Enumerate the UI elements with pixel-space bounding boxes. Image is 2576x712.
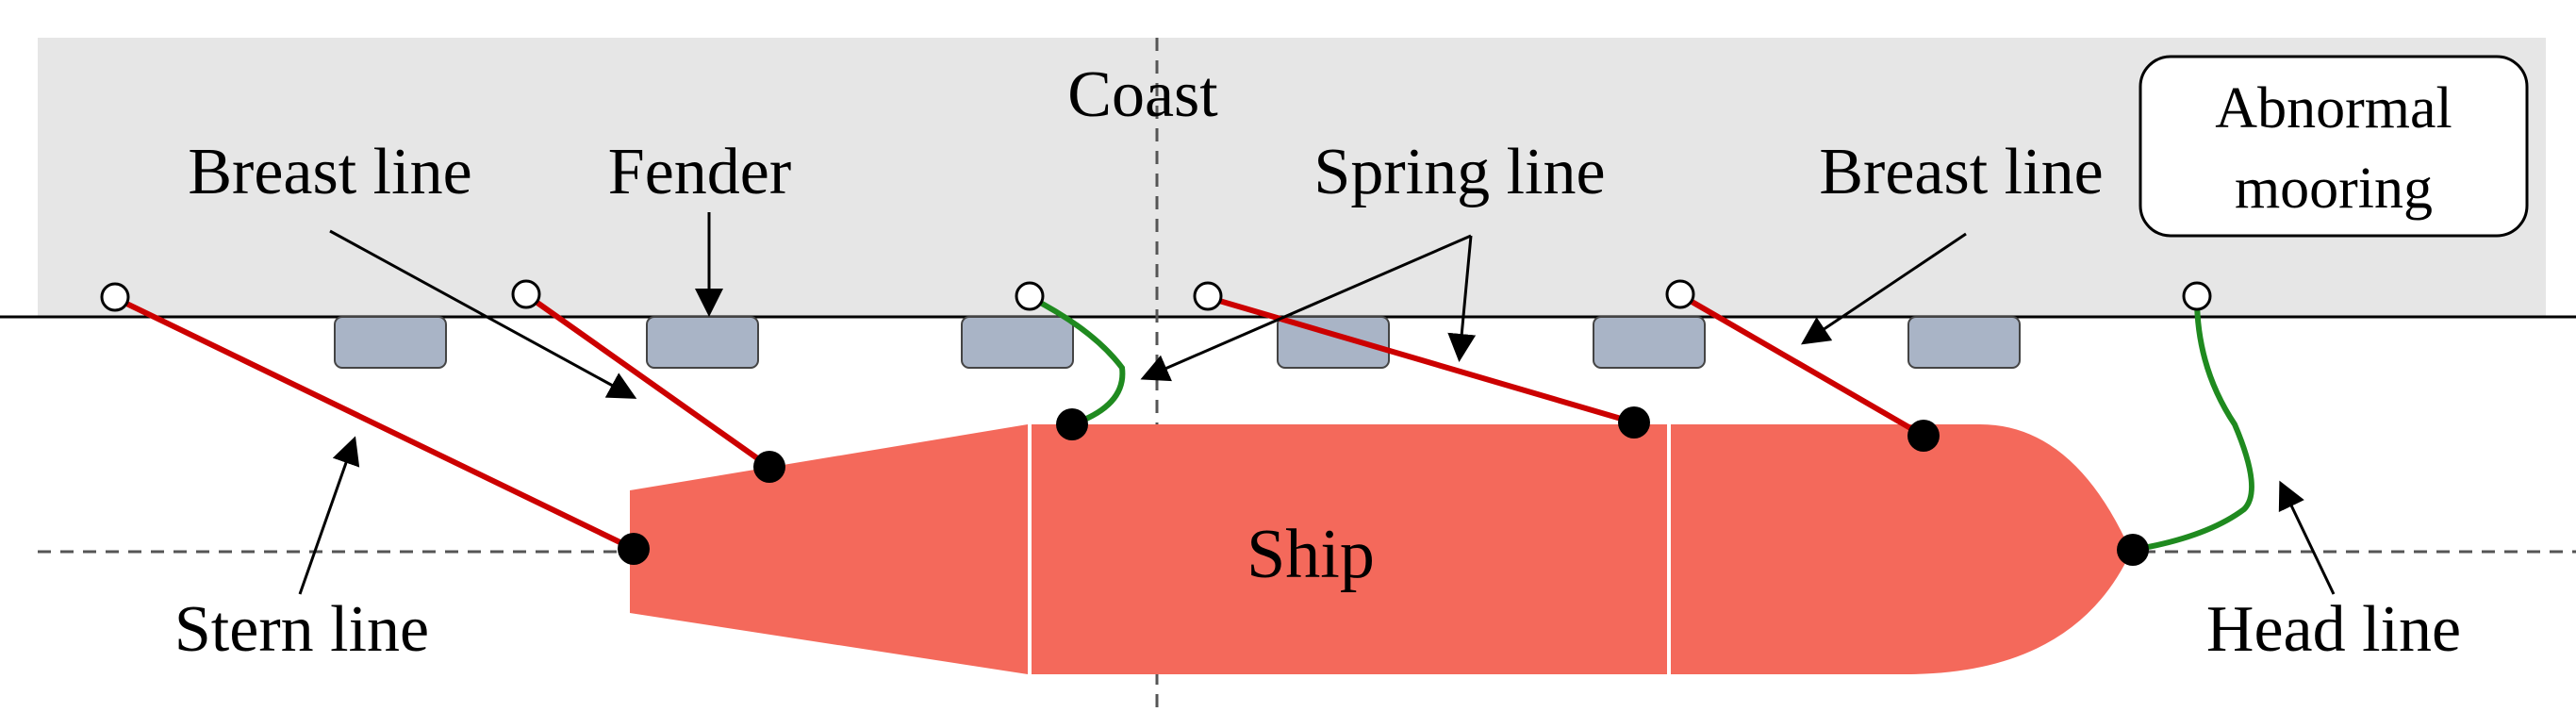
mooring-point	[1907, 420, 1940, 452]
abnormal-head-line	[2132, 297, 2254, 553]
breast-line-right-label: Breast line	[1819, 136, 2103, 208]
bollard	[1015, 281, 1045, 311]
stern-line	[115, 296, 636, 552]
mooring-point	[753, 451, 785, 483]
head-line-label: Head line	[2206, 593, 2461, 666]
bollard	[1193, 281, 1223, 311]
spring-line-arrow-1	[1140, 234, 1472, 382]
stern-line-label: Stern line	[174, 593, 429, 666]
mooring-point	[1056, 408, 1088, 440]
legend-box	[2138, 55, 2529, 238]
fender	[1907, 316, 2021, 369]
bollard	[2182, 281, 2212, 311]
coast-label: Coast	[1067, 58, 1218, 131]
ship-mooring-points	[618, 406, 2149, 566]
mooring-point	[618, 533, 650, 565]
fender	[646, 316, 759, 369]
fender-label: Fender	[608, 136, 791, 208]
ship-hull	[630, 424, 2131, 674]
fender	[334, 316, 447, 369]
fender	[961, 316, 1074, 369]
breast-line-right-arrow	[1801, 232, 1967, 345]
abnormal-spring-line	[1030, 295, 1126, 427]
ship-label: Ship	[1247, 516, 1375, 593]
breast-line-left-arrow	[329, 229, 637, 399]
spring-line-arrow-2	[1447, 235, 1477, 362]
leader-arrows	[298, 212, 2336, 595]
bollard	[1665, 279, 1695, 309]
mooring-point	[2117, 534, 2149, 566]
mooring-point	[1618, 406, 1650, 439]
bollard	[511, 279, 541, 309]
fender	[1277, 316, 1390, 369]
bollards	[100, 279, 2212, 312]
head-line-arrow	[2278, 480, 2336, 595]
breast-line-left-label: Breast line	[188, 136, 471, 208]
breast-line-aft	[526, 293, 771, 470]
fenders	[334, 316, 2021, 369]
fender	[1593, 316, 1706, 369]
legend-text-line2: mooring	[2235, 157, 2433, 221]
coast-area	[38, 38, 2546, 317]
bollard	[100, 282, 130, 312]
stern-line-arrow	[298, 436, 360, 595]
spring-line-label: Spring line	[1313, 136, 1605, 208]
breast-line-fwd	[1680, 293, 1925, 439]
ship	[630, 424, 2131, 674]
legend-text-line1: Abnormal	[2215, 76, 2452, 141]
abnormal-mooring-legend: Abnormal mooring	[2138, 55, 2529, 238]
